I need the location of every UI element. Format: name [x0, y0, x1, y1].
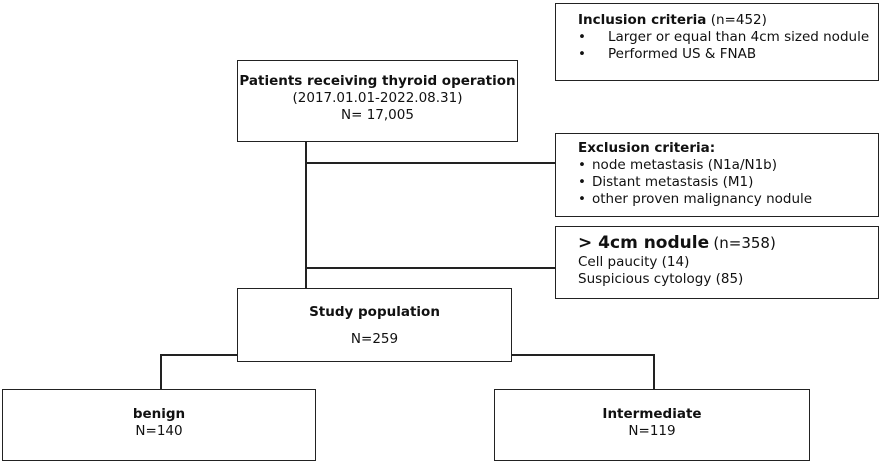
- exclusion-criteria-box: Exclusion criteria: node metastasis (N1a…: [555, 133, 879, 217]
- nodule-count: (n=358): [713, 234, 776, 252]
- exclusion-item: other proven malignancy nodule: [578, 191, 878, 208]
- intermediate-box: Intermediate N=119: [494, 389, 810, 461]
- connector-nodule: [305, 267, 555, 269]
- study-population-box: Study population N=259: [237, 288, 512, 362]
- inclusion-heading: Inclusion criteria (n=452): [578, 12, 878, 29]
- exclusion-item: node metastasis (N1a/N1b): [578, 157, 878, 174]
- connector-branch-right-h: [511, 354, 654, 356]
- inclusion-item: Performed US & FNAB: [578, 46, 878, 63]
- intermediate-n: N=119: [628, 423, 676, 439]
- exclusion-list: node metastasis (N1a/N1b) Distant metast…: [578, 157, 878, 208]
- nodule-box: > 4cm nodule (n=358) Cell paucity (14) S…: [555, 226, 879, 299]
- nodule-title: > 4cm nodule: [578, 233, 710, 253]
- exclusion-item: Distant metastasis (M1): [578, 174, 878, 191]
- connector-branch-left-h: [160, 354, 238, 356]
- exclusion-title: Exclusion criteria:: [578, 140, 716, 156]
- patients-n: N= 17,005: [341, 107, 414, 123]
- patients-title: Patients receiving thyroid operation: [239, 73, 516, 89]
- connector-main-vertical: [305, 142, 307, 288]
- inclusion-title: Inclusion criteria: [578, 12, 707, 28]
- benign-box: benign N=140: [2, 389, 316, 461]
- intermediate-title: Intermediate: [602, 406, 702, 422]
- patients-box: Patients receiving thyroid operation (20…: [237, 60, 518, 142]
- nodule-line: Cell paucity (14): [578, 254, 690, 270]
- inclusion-count: (n=452): [710, 12, 767, 28]
- connector-branch-left-v: [160, 354, 162, 389]
- patients-period: (2017.01.01-2022.08.31): [292, 90, 463, 106]
- study-n: N=259: [350, 331, 399, 347]
- inclusion-criteria-box: Inclusion criteria (n=452) Larger or equ…: [555, 3, 879, 81]
- study-title: Study population: [309, 304, 440, 320]
- benign-n: N=140: [135, 423, 183, 439]
- connector-branch-right-v: [653, 354, 655, 389]
- inclusion-list: Larger or equal than 4cm sized nodule Pe…: [578, 29, 878, 63]
- benign-title: benign: [132, 406, 186, 422]
- nodule-heading: > 4cm nodule (n=358): [578, 233, 878, 254]
- nodule-line: Suspicious cytology (85): [578, 271, 744, 287]
- inclusion-item: Larger or equal than 4cm sized nodule: [578, 29, 878, 46]
- connector-exclusion: [305, 162, 555, 164]
